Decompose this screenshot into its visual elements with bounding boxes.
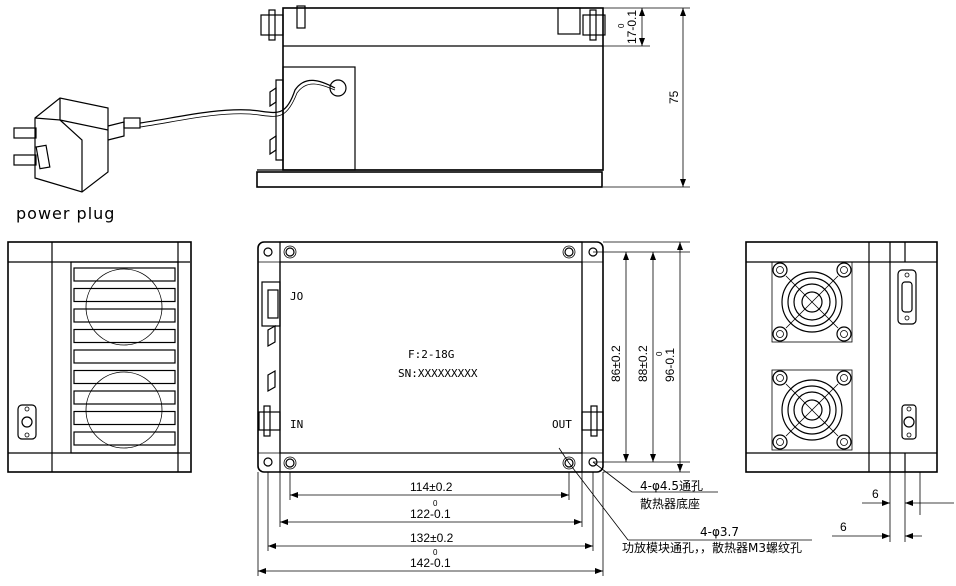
power-plug-caption: power plug <box>16 204 115 223</box>
dim-142: 142-0.1 <box>410 556 451 570</box>
dim-142-upper-tolerance: 0 <box>433 548 438 557</box>
dim-75: 75 <box>667 90 681 104</box>
label-in: IN <box>290 418 303 431</box>
label-jo: JO <box>290 290 303 303</box>
hole-leaders <box>558 447 812 541</box>
label-frequency: F:2-18G <box>408 348 454 361</box>
dim-17: 17-0.1 <box>625 10 639 44</box>
label-serial-number: SN:XXXXXXXXX <box>398 367 478 380</box>
right-end-view <box>745 241 938 473</box>
side-elevation-dimensions <box>603 7 690 188</box>
cable-grommet-icon <box>329 79 347 97</box>
plan-view <box>257 241 604 473</box>
plan-view-vertical-dimensions <box>593 241 690 473</box>
fan-guard-icon <box>771 369 853 451</box>
corner-hole-icon <box>263 247 273 257</box>
dim-88: 88±0.2 <box>636 345 650 382</box>
power-plug-drawing <box>13 79 336 193</box>
connector-icon <box>903 416 915 428</box>
corner-hole-icon <box>263 457 273 467</box>
fan-guard-icon <box>771 261 853 343</box>
dim-86: 86±0.2 <box>609 345 623 382</box>
dim-114: 114±0.2 <box>410 480 453 494</box>
connector-icon <box>21 416 33 428</box>
left-end-view <box>7 241 192 473</box>
dim-122-upper-tolerance: 0 <box>433 499 438 508</box>
dim-132: 132±0.2 <box>410 531 454 545</box>
dim-122: 122-0.1 <box>410 507 451 521</box>
dim-17-upper-tolerance: 0 <box>617 23 626 28</box>
dim-96-upper-tolerance: 0 <box>655 351 664 356</box>
dim-6-upper: 6 <box>872 487 879 501</box>
right-end-view-dimensions <box>832 472 954 542</box>
hole1-spec: 4-φ4.5通孔 <box>640 479 703 493</box>
side-elevation-view <box>256 5 606 188</box>
plan-view-horizontal-dimensions <box>257 472 604 576</box>
hole1-description: 散热器底座 <box>640 496 700 511</box>
dim-96: 96-0.1 <box>663 348 677 382</box>
label-out: OUT <box>552 418 572 431</box>
d-sub-connector-icon <box>901 281 913 313</box>
hole2-description: 功放模块通孔，，散热器M3螺纹孔 <box>622 540 802 555</box>
dim-6-lower: 6 <box>840 520 847 534</box>
hole2-spec: 4-φ3.7 <box>700 525 739 539</box>
